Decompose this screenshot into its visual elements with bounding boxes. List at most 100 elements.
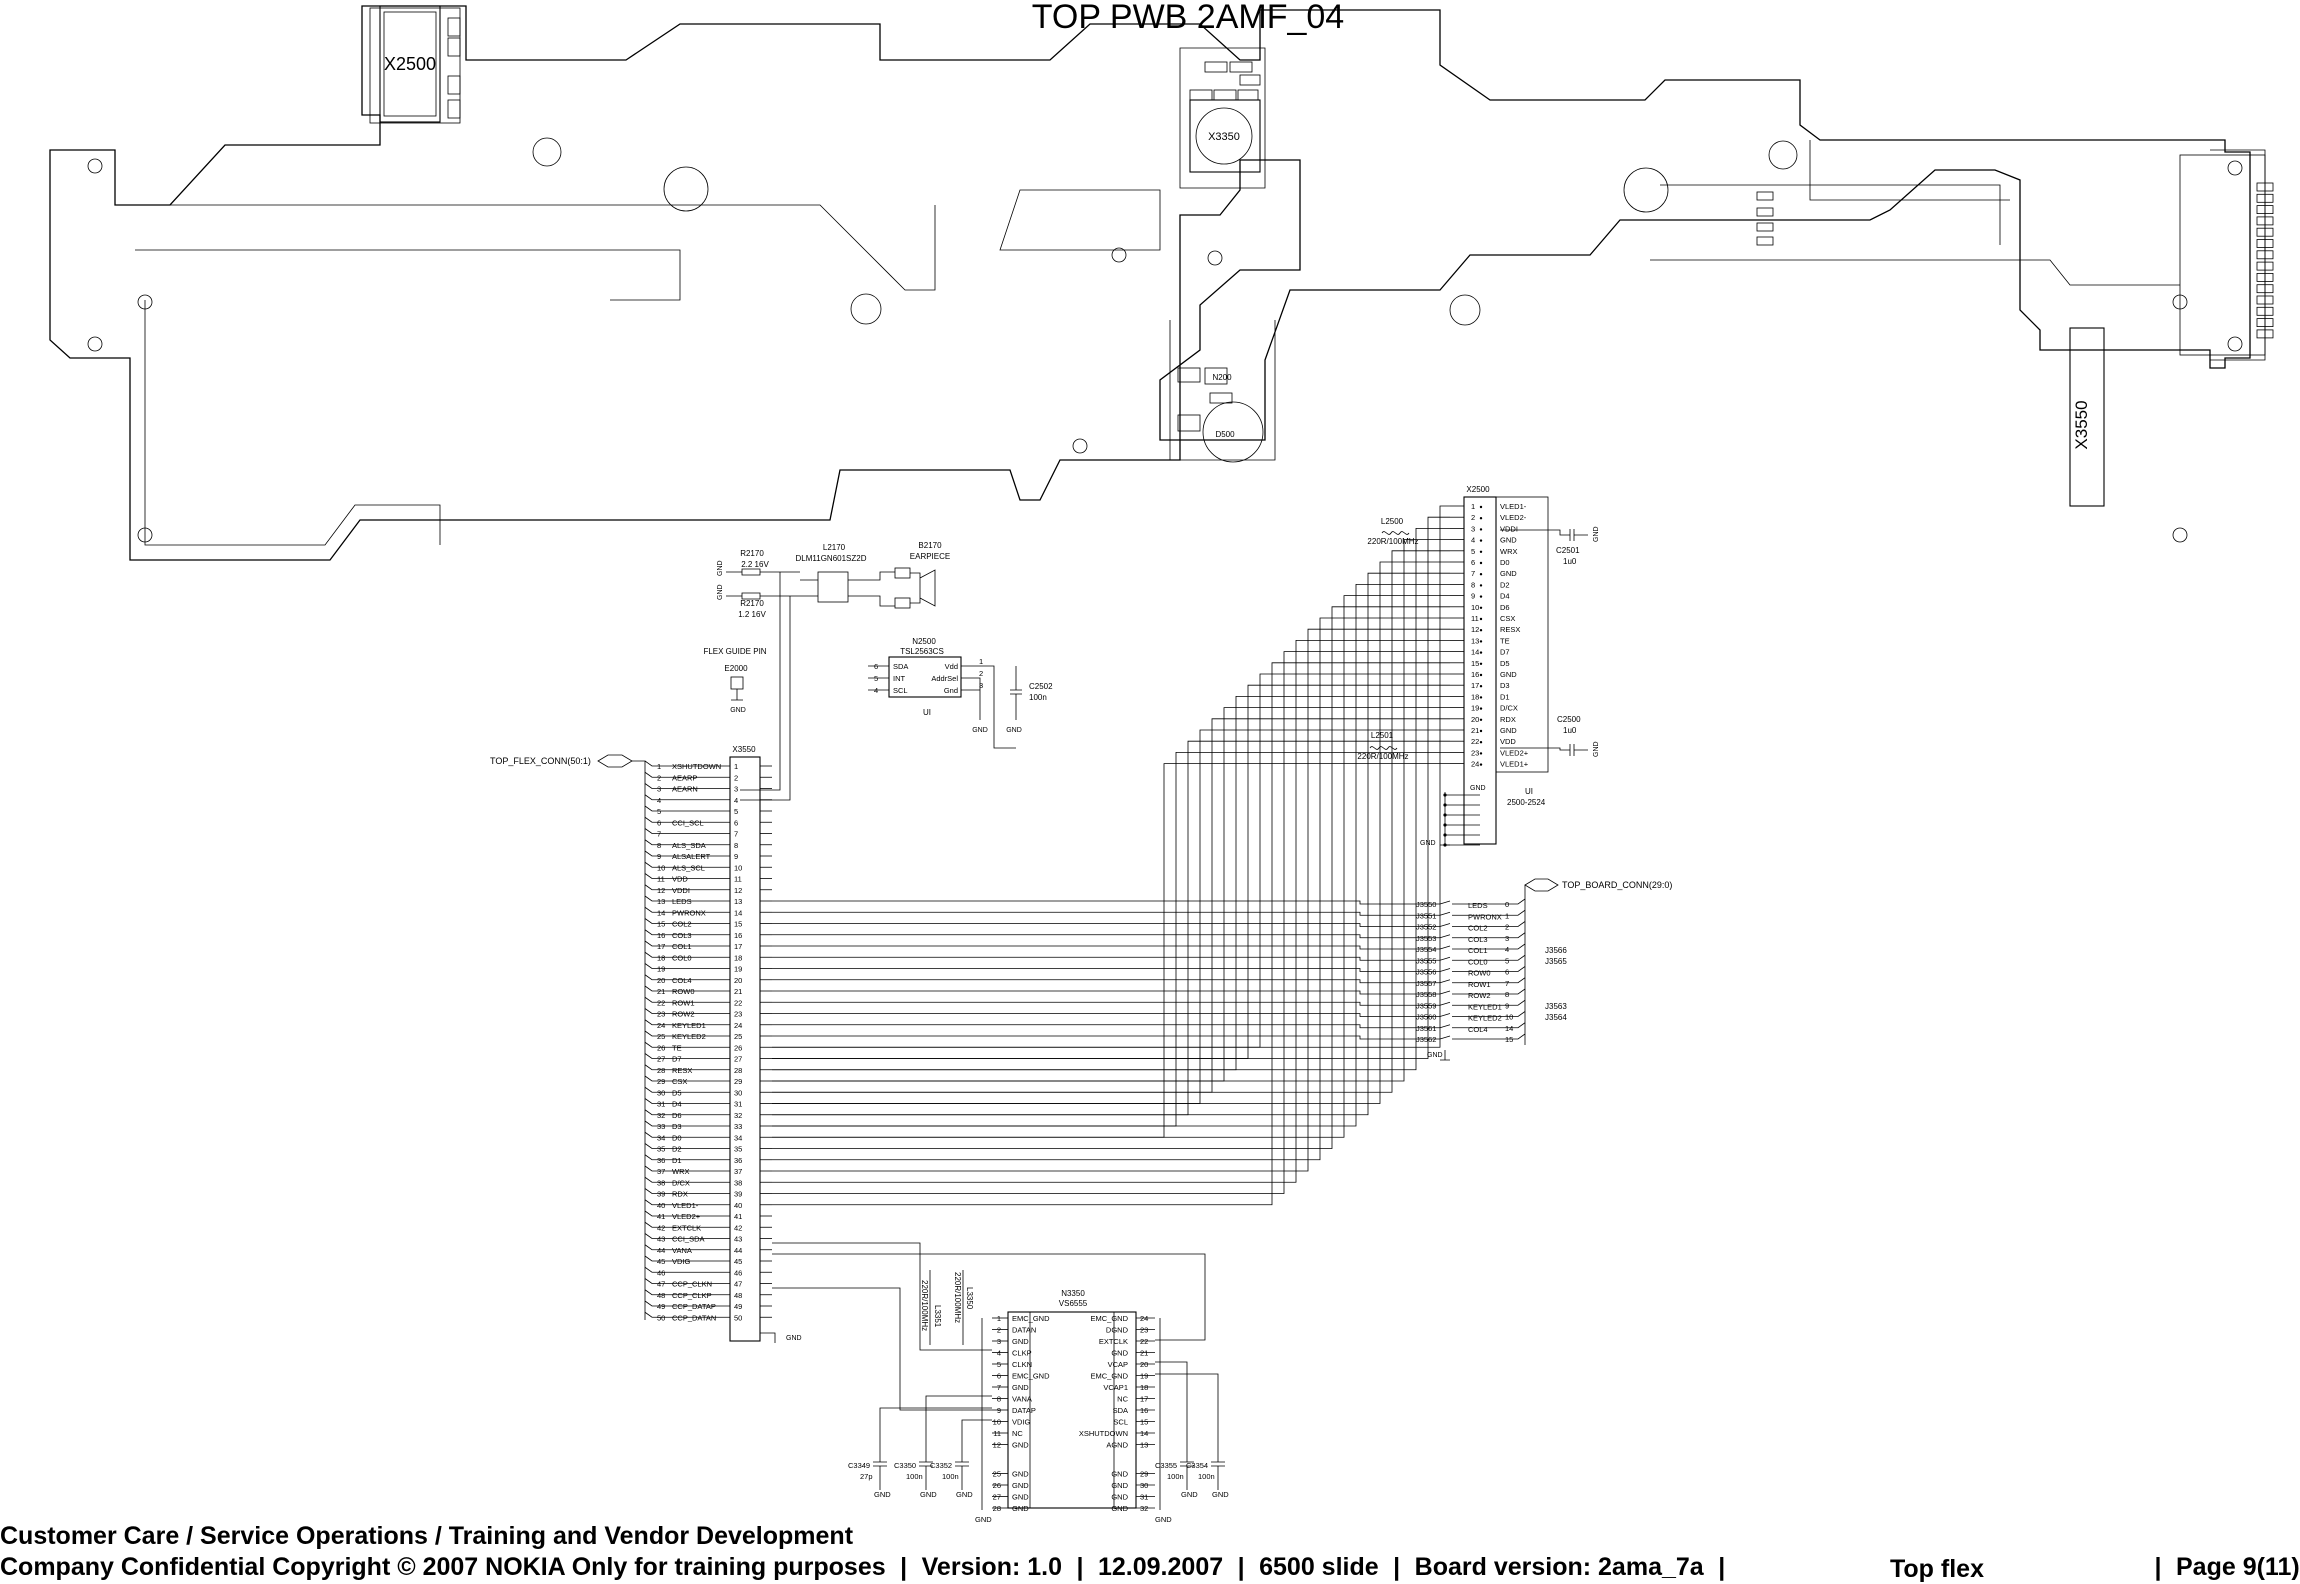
edge-pad — [2256, 318, 2274, 328]
pin-dot — [1479, 505, 1483, 509]
flex-signal-name: COL0 — [672, 953, 692, 962]
x3550-pin-num: 3 — [734, 785, 738, 794]
flex-signal-name: VLED1- — [672, 1201, 699, 1210]
pin-dot — [1479, 617, 1483, 621]
n3350-pin-name: GND — [1111, 1481, 1128, 1490]
flex-guide-pin: FLEX GUIDE PIN E2000 GND — [703, 647, 766, 714]
x2500-pin-name: VLED1+ — [1500, 760, 1529, 769]
board-signal-name: PWRONX — [1468, 912, 1502, 921]
x3550-pin-num: 38 — [734, 1178, 742, 1187]
flex-signal-name: KEYLED1 — [672, 1021, 706, 1030]
wire — [772, 1013, 1440, 1017]
wire — [879, 1395, 992, 1440]
pin-dot — [1479, 696, 1483, 699]
footer-date: 12.09.2007 — [1098, 1553, 1224, 1581]
flex-pin-num: 36 — [657, 1156, 665, 1165]
cap-value: 100n — [906, 1472, 923, 1481]
x3550-pin-num: 14 — [734, 908, 742, 917]
flex-pin-num: 42 — [657, 1223, 665, 1232]
pin-dot — [1479, 528, 1483, 531]
x2500-pin-num: 8 — [1471, 580, 1475, 589]
wire — [644, 951, 730, 958]
x2500-pin-num: 2 — [1471, 513, 1475, 522]
flex-signal-name: PWRONX — [672, 908, 706, 917]
n3350-pin-num: 23 — [1140, 1326, 1148, 1335]
c2501-value: 1u0 — [1563, 557, 1577, 566]
wire — [955, 1440, 969, 1490]
l3350-ref: L3350 — [965, 1287, 974, 1310]
wire — [1211, 1440, 1225, 1490]
n2500-pin-num: 3 — [979, 681, 983, 690]
x2500-pin-num: 17 — [1471, 681, 1479, 690]
flex-signal-name: ALS_SDA — [672, 841, 706, 850]
n3350-pin-num: 30 — [1140, 1481, 1148, 1490]
footer-page-number: |Page 9(11) — [2140, 1553, 2300, 1582]
x3550-pin-num: 48 — [734, 1291, 742, 1300]
n3350-pin-num: 16 — [1140, 1406, 1148, 1415]
flex-signal-name: D2 — [672, 1145, 682, 1154]
x3550-pin-num: 42 — [734, 1223, 742, 1232]
n2500-ref: N2500 — [912, 637, 936, 646]
c2502-value: 100n — [1029, 693, 1047, 702]
flex-signal-name: ROW1 — [672, 998, 695, 1007]
earpiece-circuit: R2170 2.2 16V GND R2170 1.2 16V GND L217… — [717, 541, 950, 801]
c2500-value: 1u0 — [1563, 726, 1577, 735]
x3550-pin-num: 16 — [734, 931, 742, 940]
n3350-pin-name: XSHUTDOWN — [1079, 1429, 1128, 1438]
board-jumper-ref: J3561 — [1416, 1024, 1436, 1033]
wire — [644, 1289, 730, 1296]
cap-ref: C3349 — [848, 1461, 870, 1470]
l2170-value: DLM11GN601SZ2D — [796, 554, 867, 563]
wire — [772, 1035, 1440, 1040]
flex-signal-name: CSX — [672, 1077, 687, 1086]
wire — [644, 996, 730, 1003]
wire — [644, 1266, 730, 1273]
n3350-gnd-2: GND — [1155, 1515, 1172, 1524]
wire — [644, 985, 730, 992]
x3550-pin-num: 49 — [734, 1302, 742, 1311]
n3350-pin-num: 19 — [1140, 1372, 1148, 1381]
x2500-pin-name: VDDI — [1500, 524, 1518, 533]
x3550-pin-num: 22 — [734, 998, 742, 1007]
flex-signal-name: D1 — [672, 1156, 682, 1165]
flex-signal-name: KEYLED2 — [672, 1032, 706, 1041]
wire — [644, 816, 730, 823]
wire — [644, 1030, 730, 1037]
n3350-pin-num: 1 — [997, 1314, 1001, 1323]
n3350-pin-num: 31 — [1140, 1493, 1148, 1502]
wire — [644, 1109, 730, 1116]
wire — [772, 900, 1440, 905]
pin-dot — [1479, 707, 1483, 710]
board-pin-num: 7 — [1505, 979, 1509, 988]
flex-pin-num: 8 — [657, 841, 661, 850]
x3550-pin-num: 13 — [734, 897, 742, 906]
flex-signal-name: D5 — [672, 1088, 682, 1097]
board-jumper-ref: J3557 — [1416, 979, 1436, 988]
flex-pin-num: 44 — [657, 1246, 665, 1255]
board-conn-label: TOP_BOARD_CONN(29:0) — [1562, 880, 1672, 890]
n2500-gnd-2: GND — [1006, 727, 1022, 734]
x2500-pin-num: 20 — [1471, 715, 1479, 724]
wire — [772, 740, 1450, 1116]
d500-pwb-label: D500 — [1215, 430, 1235, 439]
flex-pin-num: 49 — [657, 1302, 665, 1311]
flex-pin-num: 31 — [657, 1100, 665, 1109]
signal-wires — [772, 505, 1450, 1206]
flex-pin-num: 26 — [657, 1043, 665, 1052]
flex-signal-name: COL1 — [672, 942, 692, 951]
flex-signal-name: CCP_CLKN — [672, 1280, 712, 1289]
pin-dot — [1479, 729, 1483, 733]
flex-pin-num: 48 — [657, 1291, 665, 1300]
n3350-pin-num: 4 — [997, 1349, 1001, 1358]
board-jumper-ref: J3551 — [1416, 911, 1436, 920]
n3350-pin-num: 5 — [997, 1360, 1001, 1369]
wire — [772, 911, 1440, 916]
pin-dot — [1479, 550, 1483, 553]
wire — [772, 628, 1450, 1172]
flex-signal-name: D0 — [672, 1133, 682, 1142]
n3350-pin-name: GND — [1012, 1481, 1029, 1490]
x2500-pin-name: GND — [1500, 670, 1517, 679]
n3350-pin-num: 28 — [993, 1504, 1001, 1513]
pin-dot — [1479, 763, 1483, 766]
